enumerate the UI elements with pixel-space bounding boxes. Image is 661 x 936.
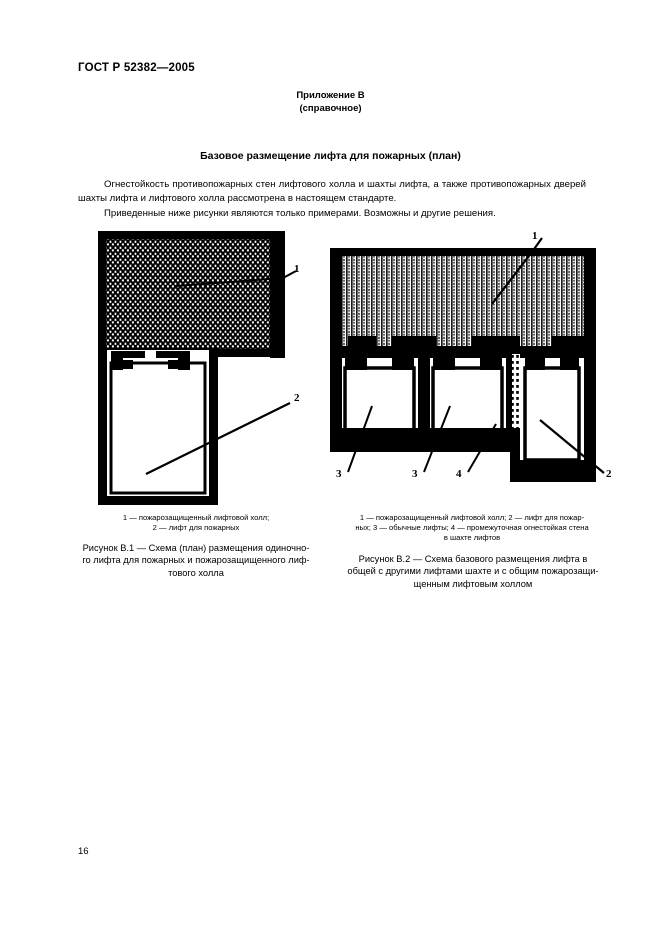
figure-b2-callout-1: 1 xyxy=(532,230,538,242)
figure-b2-drawing: 1 3 3 4 2 xyxy=(320,228,620,508)
b2-lobby-bottom-wall xyxy=(330,346,596,358)
figure-b2-callout-2: 2 xyxy=(606,468,612,480)
figure-b1-drawing: 1 2 xyxy=(78,222,318,517)
figure-b2-caption-line-2: общей с другими лифтами шахте и с общим … xyxy=(347,566,599,577)
b1-shaft-right-wall xyxy=(209,348,218,505)
figure-b1-legend: 1 — пожарозащищенный лифтовой холл; 2 — … xyxy=(78,513,314,533)
b2-callout-3a-leader xyxy=(347,405,373,473)
figure-b1-caption-line-3: тового холла xyxy=(168,567,224,578)
figure-b1-svg xyxy=(98,231,297,505)
figure-b2-legend: 1 — пожарозащищенный лифтовой холл; 2 — … xyxy=(333,513,611,544)
figure-b2-legend-line-3: в шахте лифтов xyxy=(443,533,501,543)
b1-lift-shaft xyxy=(98,348,218,505)
body-text-block: Огнестойкость противопожарных стен лифто… xyxy=(78,178,586,221)
figure-b2-legend-line-2: ных; 3 — обычные лифты; 4 — промежуточна… xyxy=(355,523,589,533)
b2-firefighter-left-wall xyxy=(510,428,520,482)
b2-ordinary-lift-2 xyxy=(430,358,506,436)
b1-lift-lobby xyxy=(98,231,285,357)
b2-callout-4-leader xyxy=(467,423,497,473)
figure-b1-legend-line-1: 1 — пожарозащищенный лифтовой холл; xyxy=(122,513,270,522)
paragraph-1-text: Огнестойкость противопожарных стен лифто… xyxy=(78,179,586,204)
b2-landing-door-sills xyxy=(348,336,586,346)
b1-callout-2-leader xyxy=(145,402,291,475)
figure-b1-callout-2: 2 xyxy=(294,392,300,404)
paragraph-fire-resistance: Огнестойкость противопожарных стен лифто… xyxy=(78,178,586,206)
b1-right-wall-stub xyxy=(270,231,285,357)
b2-left-outer-wall xyxy=(330,248,342,440)
annex-heading-block: Приложение В (справочное) xyxy=(0,90,661,115)
figure-b2-caption-line-1: Рисунок В.2 — Схема базового размещения … xyxy=(358,554,588,564)
annex-title: Приложение В xyxy=(296,90,365,101)
b2-ordinary-bottom-wall xyxy=(330,428,518,452)
b2-ordinary-lift-1 xyxy=(342,358,418,436)
b2-callout-1-leader xyxy=(491,237,543,305)
figure-b1-callout-1: 1 xyxy=(294,263,300,275)
paragraph-examples: Приведенные ниже рисунки являются только… xyxy=(78,207,586,221)
figure-b2-callout-3b: 3 xyxy=(412,468,418,480)
section-title: Базовое размещение лифта для пожарных (п… xyxy=(200,150,461,162)
figure-b2-svg xyxy=(330,237,605,482)
standard-number-header: ГОСТ Р 52382—2005 xyxy=(78,62,195,74)
b2-callout-2-leader xyxy=(539,419,605,474)
figure-b2-caption-line-3: щенным лифтовым холлом xyxy=(413,578,533,589)
b1-wall-corner xyxy=(270,348,285,358)
figure-b1-caption-line-2: го лифта для пожарных и пожарозащищенног… xyxy=(82,555,310,566)
figure-b2-legend-line-1: 1 — пожарозащищенный лифтовой холл; 2 — … xyxy=(359,513,585,522)
b2-firefighter-bottom-wall xyxy=(510,460,596,482)
figure-b2-callout-4: 4 xyxy=(456,468,462,480)
b2-pier-1 xyxy=(418,358,430,436)
figure-b1-legend-line-2: 2 — лифт для пожарных xyxy=(152,523,240,533)
paragraph-2-text: Приведенные ниже рисунки являются только… xyxy=(104,208,496,219)
page-number: 16 xyxy=(78,846,89,857)
b2-intermediate-fire-wall xyxy=(512,354,520,442)
figure-b1-caption: Рисунок В.1 — Схема (план) размещения од… xyxy=(70,542,322,579)
figure-b1-caption-line-1: Рисунок В.1 — Схема (план) размещения од… xyxy=(82,543,310,553)
b2-right-outer-wall xyxy=(584,248,596,473)
figure-b2-callout-3a: 3 xyxy=(336,468,342,480)
b1-landing-doors xyxy=(111,351,190,370)
annex-subtitle: (справочное) xyxy=(299,102,362,114)
b1-callout-1-leader xyxy=(175,270,297,287)
figure-b2-caption: Рисунок В.2 — Схема базового размещения … xyxy=(330,553,616,590)
b2-callout-3b-leader xyxy=(423,405,451,473)
